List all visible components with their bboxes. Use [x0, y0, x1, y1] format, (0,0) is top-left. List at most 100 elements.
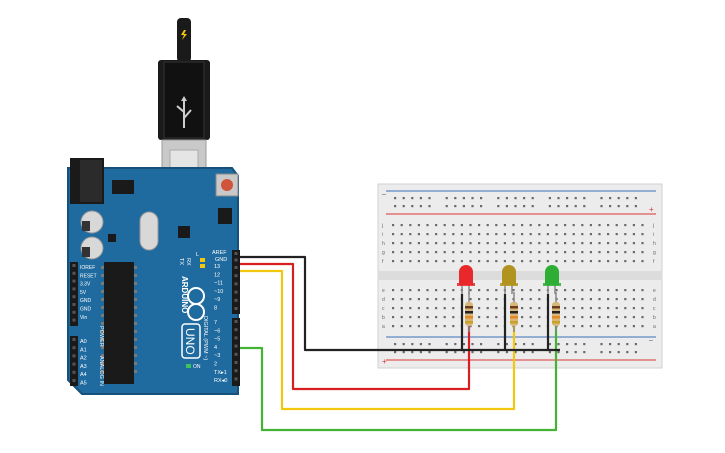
breadboard-hole[interactable]	[426, 325, 429, 328]
led-yellow[interactable]	[500, 265, 518, 294]
breadboard-hole[interactable]	[503, 242, 506, 245]
breadboard-hole[interactable]	[392, 224, 395, 227]
breadboard-hole[interactable]	[521, 260, 524, 263]
breadboard-hole[interactable]	[609, 197, 612, 200]
breadboard-hole[interactable]	[641, 316, 644, 319]
breadboard-hole[interactable]	[402, 351, 405, 354]
breadboard-hole[interactable]	[566, 343, 569, 346]
breadboard-hole[interactable]	[598, 251, 601, 254]
header-pin[interactable]	[234, 361, 238, 364]
breadboard-hole[interactable]	[548, 343, 551, 346]
breadboard-hole[interactable]	[495, 260, 498, 263]
breadboard-hole[interactable]	[409, 224, 412, 227]
header-pin[interactable]	[234, 344, 238, 348]
breadboard-hole[interactable]	[546, 260, 549, 263]
breadboard-hole[interactable]	[409, 325, 412, 328]
breadboard-hole[interactable]	[598, 325, 601, 328]
breadboard-hole[interactable]	[641, 325, 644, 328]
led-yellow-body[interactable]	[502, 265, 516, 285]
breadboard-hole[interactable]	[417, 233, 420, 236]
breadboard-hole[interactable]	[443, 316, 446, 319]
header-pin[interactable]	[234, 369, 238, 373]
breadboard-hole[interactable]	[486, 251, 489, 254]
breadboard-hole[interactable]	[392, 307, 395, 310]
breadboard-hole[interactable]	[529, 316, 532, 319]
breadboard-hole[interactable]	[486, 307, 489, 310]
breadboard-hole[interactable]	[471, 351, 474, 354]
breadboard-hole[interactable]	[454, 351, 457, 354]
breadboard-hole[interactable]	[469, 224, 472, 227]
breadboard-hole[interactable]	[617, 197, 620, 200]
breadboard-hole[interactable]	[495, 298, 498, 301]
breadboard-hole[interactable]	[538, 289, 541, 292]
header-pin[interactable]	[72, 310, 76, 314]
breadboard-hole[interactable]	[435, 289, 438, 292]
breadboard-hole[interactable]	[394, 351, 397, 354]
breadboard-hole[interactable]	[400, 298, 403, 301]
breadboard-hole[interactable]	[555, 260, 558, 263]
breadboard-hole[interactable]	[589, 307, 592, 310]
breadboard-hole[interactable]	[495, 224, 498, 227]
breadboard-hole[interactable]	[478, 251, 481, 254]
breadboard-hole[interactable]	[641, 307, 644, 310]
breadboard-hole[interactable]	[615, 316, 618, 319]
breadboard-hole[interactable]	[529, 298, 532, 301]
breadboard-hole[interactable]	[409, 242, 412, 245]
breadboard-hole[interactable]	[514, 205, 517, 208]
breadboard-hole[interactable]	[426, 242, 429, 245]
breadboard-hole[interactable]	[443, 224, 446, 227]
breadboard-hole[interactable]	[617, 351, 620, 354]
breadboard-hole[interactable]	[480, 343, 483, 346]
breadboard-hole[interactable]	[521, 224, 524, 227]
breadboard-hole[interactable]	[632, 251, 635, 254]
breadboard-hole[interactable]	[607, 224, 610, 227]
breadboard-hole[interactable]	[445, 343, 448, 346]
breadboard-hole[interactable]	[478, 260, 481, 263]
breadboard-hole[interactable]	[538, 260, 541, 263]
breadboard-hole[interactable]	[523, 351, 526, 354]
breadboard-hole[interactable]	[394, 197, 397, 200]
breadboard-hole[interactable]	[583, 343, 586, 346]
breadboard-hole[interactable]	[402, 205, 405, 208]
breadboard-hole[interactable]	[495, 289, 498, 292]
breadboard-hole[interactable]	[564, 260, 567, 263]
breadboard-hole[interactable]	[598, 316, 601, 319]
breadboard-hole[interactable]	[469, 298, 472, 301]
breadboard-hole[interactable]	[607, 242, 610, 245]
breadboard-hole[interactable]	[634, 343, 637, 346]
breadboard-hole[interactable]	[548, 205, 551, 208]
breadboard-hole[interactable]	[443, 289, 446, 292]
breadboard-hole[interactable]	[572, 307, 575, 310]
breadboard-hole[interactable]	[564, 289, 567, 292]
breadboard-hole[interactable]	[523, 343, 526, 346]
breadboard-hole[interactable]	[531, 205, 534, 208]
header-power[interactable]	[70, 262, 78, 326]
breadboard-hole[interactable]	[609, 351, 612, 354]
breadboard-hole[interactable]	[626, 343, 629, 346]
breadboard-hole[interactable]	[531, 197, 534, 200]
breadboard-hole[interactable]	[546, 224, 549, 227]
breadboard-hole[interactable]	[557, 351, 560, 354]
breadboard-hole[interactable]	[641, 242, 644, 245]
breadboard-hole[interactable]	[435, 224, 438, 227]
breadboard-hole[interactable]	[409, 260, 412, 263]
header-pin[interactable]	[234, 252, 238, 255]
breadboard-hole[interactable]	[538, 251, 541, 254]
wire-pin4[interactable]	[240, 318, 558, 432]
breadboard-hole[interactable]	[435, 260, 438, 263]
breadboard-hole[interactable]	[607, 325, 610, 328]
breadboard-hole[interactable]	[607, 298, 610, 301]
breadboard-hole[interactable]	[417, 242, 420, 245]
breadboard-hole[interactable]	[443, 260, 446, 263]
breadboard-hole[interactable]	[626, 197, 629, 200]
breadboard-holes[interactable]	[392, 197, 644, 354]
breadboard-hole[interactable]	[452, 316, 455, 319]
breadboard-hole[interactable]	[512, 251, 515, 254]
breadboard-hole[interactable]	[632, 242, 635, 245]
breadboard-hole[interactable]	[400, 307, 403, 310]
breadboard-hole[interactable]	[452, 251, 455, 254]
breadboard-hole[interactable]	[417, 251, 420, 254]
breadboard-hole[interactable]	[454, 205, 457, 208]
breadboard-hole[interactable]	[564, 233, 567, 236]
breadboard-hole[interactable]	[454, 197, 457, 200]
